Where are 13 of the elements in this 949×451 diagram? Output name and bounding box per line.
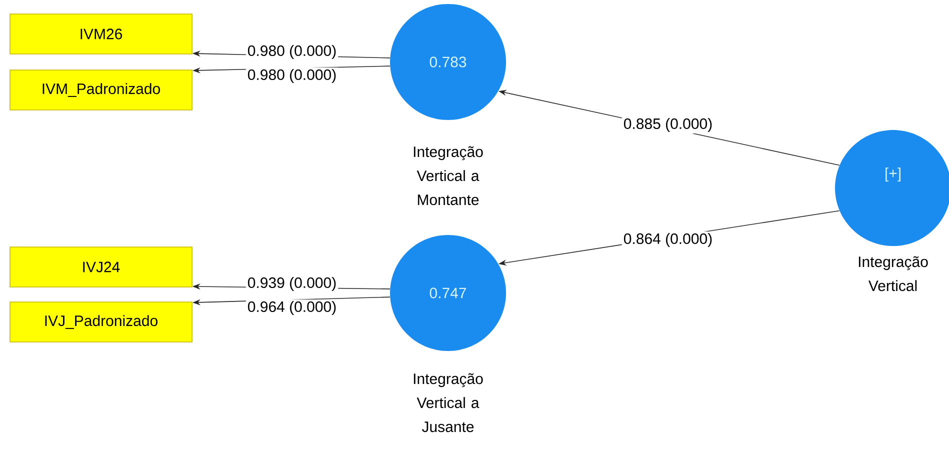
indicator-box: IVJ24 xyxy=(10,246,192,288)
edge-label: 0.980 (0.000) xyxy=(246,68,338,84)
indicator-box: IVM26 xyxy=(10,14,192,54)
construct-label: Integração Vertical a Montante xyxy=(414,146,483,206)
indicator-box: IVJ_Padronizado xyxy=(10,302,192,342)
edge-label: 0.964 (0.000) xyxy=(246,300,338,316)
construct-label: Integração Vertical xyxy=(858,256,928,292)
edge-label: 0.885 (0.000) xyxy=(622,116,714,134)
indicator-box: IVM_Padronizado xyxy=(10,70,192,110)
edge-label: 0.939 (0.000) xyxy=(246,276,338,292)
edge-label: 0.980 (0.000) xyxy=(246,44,338,60)
edge-label: 0.864 (0.000) xyxy=(622,232,714,248)
construct-label: Integração Vertical a Jusante xyxy=(414,373,483,432)
